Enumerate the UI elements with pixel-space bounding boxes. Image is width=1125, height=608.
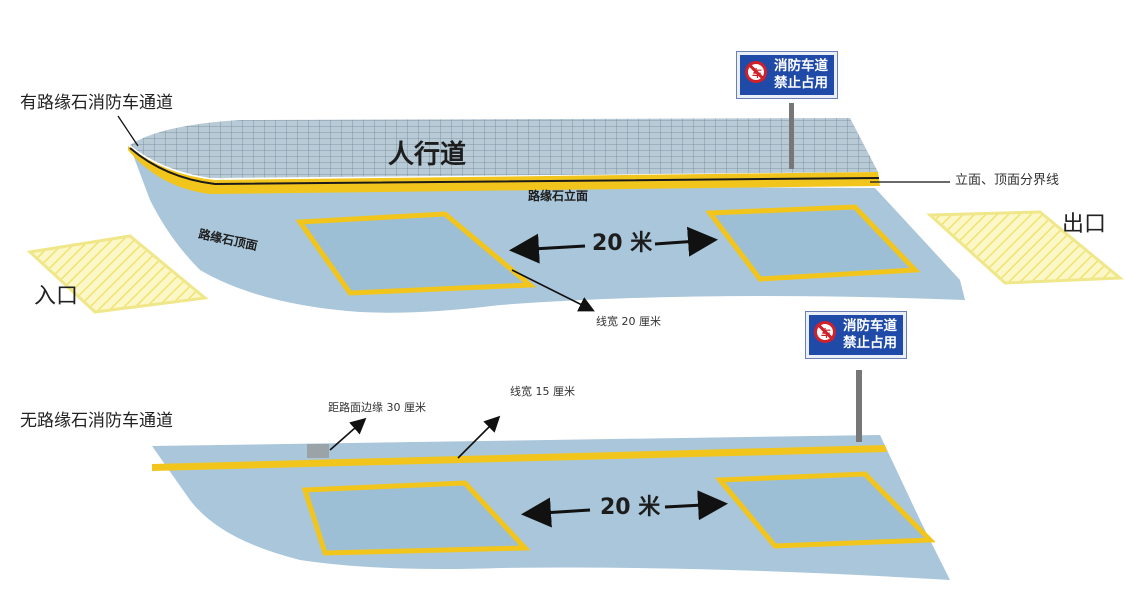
label-sidewalk: 人行道 <box>388 140 467 170</box>
pointer-with-curb <box>117 115 139 147</box>
spacing-arrow-top-left <box>509 233 586 264</box>
label-without-curb: 无路缘石消防车通道 <box>20 411 173 431</box>
pointer-road-edge <box>329 417 367 451</box>
spacing-arrow-bottom-right <box>664 490 728 521</box>
no-parking-sign-top: 车 消防车道 禁止占用 <box>737 52 837 98</box>
parking-box-top-left <box>295 211 537 296</box>
no-parking-sign-bottom: 车 消防车道 禁止占用 <box>806 312 906 358</box>
curb-face-band <box>128 146 880 194</box>
sign-line1: 消防车道 <box>843 318 897 334</box>
sign-line1: 消防车道 <box>774 58 828 74</box>
label-entrance: 入口 <box>34 284 79 309</box>
sign-pole-top <box>789 103 794 169</box>
parking-box-top-right <box>705 204 921 282</box>
pointer-line-width-15 <box>457 415 501 459</box>
label-curb-face: 路缘石立面 <box>528 189 589 203</box>
label-with-curb: 有路缘石消防车通道 <box>20 93 173 113</box>
sidewalk-grid <box>130 118 878 178</box>
label-line-width-20: 线宽 20 厘米 <box>596 315 661 328</box>
sign-line2: 禁止占用 <box>843 335 897 351</box>
label-road-edge: 距路面边缘 30 厘米 <box>328 401 426 414</box>
spacing-arrow-bottom-left <box>521 497 591 528</box>
spacing-arrow-top-right <box>654 226 718 257</box>
label-line-width-15: 线宽 15 厘米 <box>510 385 575 398</box>
pointer-line-width-20 <box>511 269 595 312</box>
no-parking-icon: 车 <box>814 321 836 343</box>
edge-line-bottom <box>152 445 887 471</box>
label-spacing-top: 20 米 <box>592 231 653 256</box>
curb-boundary-line <box>129 147 880 186</box>
label-spacing-bottom: 20 米 <box>600 495 661 520</box>
sign-line2: 禁止占用 <box>774 75 828 91</box>
parking-box-bottom-right <box>714 471 936 549</box>
label-boundary-line: 立面、顶面分界线 <box>955 173 1060 188</box>
entrance-pad <box>26 234 209 314</box>
parking-box-bottom-left <box>301 480 531 556</box>
sign-pole-bottom <box>856 370 862 442</box>
exit-pad <box>926 210 1124 285</box>
label-exit: 出口 <box>1062 212 1107 237</box>
no-parking-icon: 车 <box>745 61 767 83</box>
edge-marker-bottom <box>307 444 329 458</box>
